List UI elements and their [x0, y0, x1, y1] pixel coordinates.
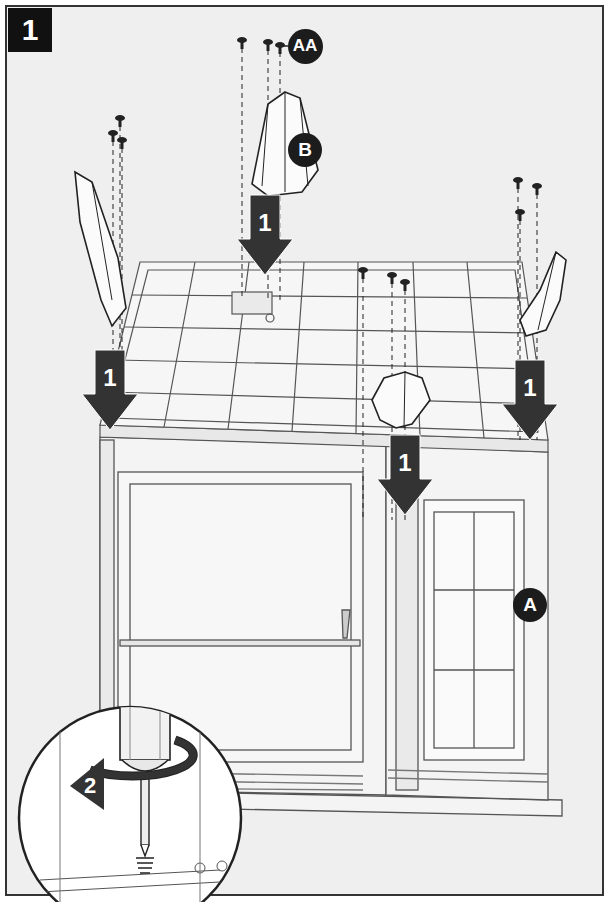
node-text: AA [293, 36, 318, 56]
screw-guide-lines [113, 48, 537, 520]
legs [75, 92, 566, 428]
step-number-box: 1 [8, 8, 52, 52]
arrow-number: 1 [523, 376, 536, 400]
arrow-number: 1 [103, 366, 116, 390]
arrow-number: 1 [258, 211, 271, 235]
screws [108, 37, 542, 291]
direction-arrows [82, 195, 558, 515]
top-plate [100, 262, 548, 452]
screwdriver-detail [40, 690, 227, 902]
stove-body [88, 437, 562, 816]
node-text: A [523, 594, 537, 616]
node-text: 1 [22, 13, 39, 47]
callout-circle: A [513, 588, 547, 622]
step-number: 2 [84, 775, 96, 797]
callout-circle: B [288, 133, 322, 167]
callout-circle: AA [288, 29, 323, 64]
arrow-number: 1 [398, 451, 411, 475]
node-text: B [298, 139, 312, 161]
